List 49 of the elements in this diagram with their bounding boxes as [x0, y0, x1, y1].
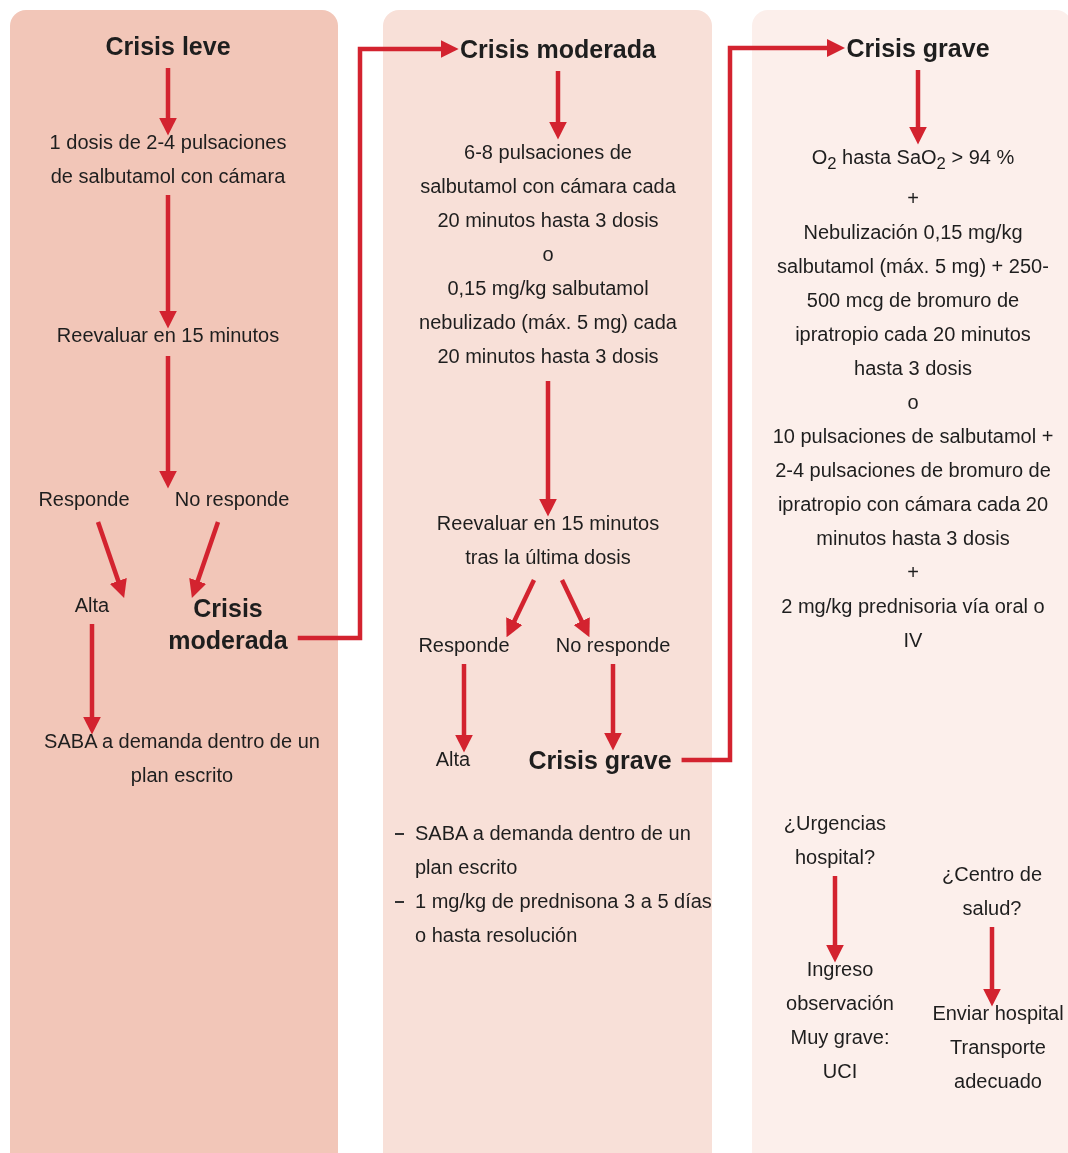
note-text: SABA a demanda dentro de un plan escrito — [393, 816, 713, 884]
stage-panel — [383, 10, 712, 1153]
stage-heading: Crisis moderada — [428, 33, 688, 65]
step-text: 10 pulsaciones de salbutamol + 2-4 pulsaciones de bromuro de ipratropio con cámara cada 20 minutos hasta 3 dosis — [771, 424, 1055, 551]
arrow — [159, 195, 177, 329]
step-text: 0,15 mg/kg salbutamol nebulizado (máx. 5 mg) cada 20 minutos hasta 3 dosis — [418, 276, 678, 369]
stage-panel — [752, 10, 1068, 1153]
arrow — [83, 624, 101, 735]
step-text: Alta — [52, 588, 132, 622]
step-text: Reevaluar en 15 minutos — [18, 318, 318, 352]
arrow — [506, 579, 537, 638]
arrow — [826, 876, 844, 963]
arrow — [297, 40, 459, 641]
step-text: Alta — [413, 742, 493, 776]
step-text: Enviar hospital Transporte adecuado — [928, 996, 1068, 1098]
stage-heading: Crisis leve — [28, 30, 308, 62]
step-text: + — [906, 560, 920, 585]
arrow — [549, 71, 567, 140]
arrow — [604, 664, 622, 751]
step-text: ¿Urgencias hospital? — [765, 806, 905, 874]
stage-heading: Crisis grave — [505, 744, 695, 776]
step-text: Responde — [19, 482, 149, 516]
stage-heading: Crisis grave — [808, 32, 1028, 64]
step-text: ¿Centro de salud? — [922, 857, 1062, 925]
arrow — [159, 356, 177, 489]
arrow — [559, 579, 590, 638]
arrow — [539, 381, 557, 517]
step-text: o — [906, 390, 920, 415]
step-text: Reevaluar en 15 minutos tras la última dosis — [418, 506, 678, 574]
arrow — [455, 664, 473, 753]
step-text: O$_{2}$ hasta SaO$_{2}$ > 94 % — [810, 145, 1016, 175]
step-text: No responde — [157, 482, 307, 516]
stage-panel — [10, 10, 338, 1153]
step-text: SABA a demanda dentro de un plan escrito — [37, 724, 327, 792]
step-text: Ingreso observación Muy grave: UCI — [775, 952, 905, 1088]
step-text: o — [541, 242, 555, 267]
note-text: 1 mg/kg de prednisona 3 a 5 días o hasta resolución — [393, 884, 713, 952]
step-text: 2 mg/kg prednisoria vía oral o IV — [780, 594, 1046, 653]
arrow — [189, 521, 221, 598]
arrow — [95, 521, 127, 598]
arrow — [983, 927, 1001, 1007]
step-text: No responde — [533, 628, 693, 662]
step-text: 1 dosis de 2-4 pulsaciones de salbutamol con cámara — [43, 125, 293, 193]
arrow — [909, 70, 927, 145]
step-text: + — [906, 186, 920, 211]
arrow — [159, 68, 177, 136]
arrow — [681, 39, 845, 763]
step-text: Responde — [404, 628, 524, 662]
stage-heading: Crisis moderada — [153, 592, 303, 656]
